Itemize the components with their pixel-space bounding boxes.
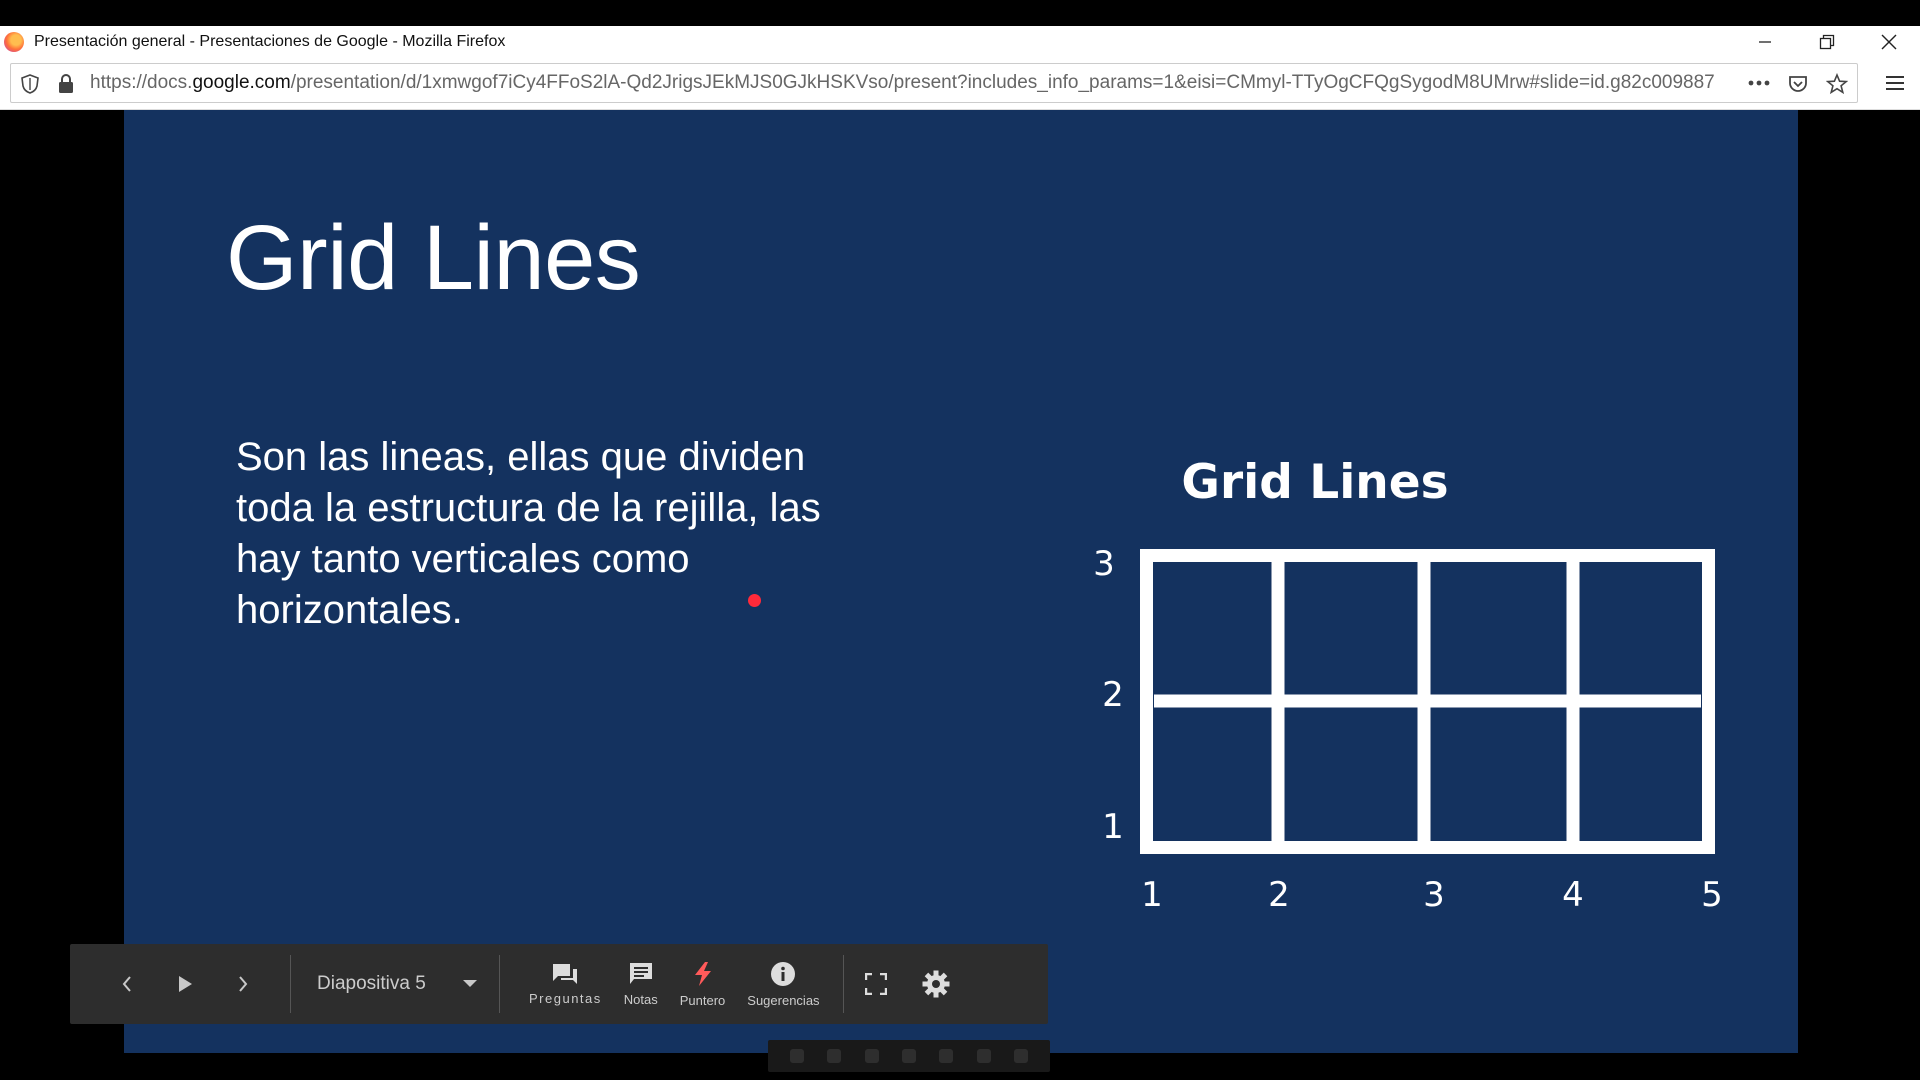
pen-icon bbox=[939, 1049, 954, 1063]
column-label: 1 bbox=[1141, 875, 1163, 915]
tool-label: Notas bbox=[623, 991, 658, 1007]
laser-pointer-icon bbox=[694, 961, 711, 986]
control-divider bbox=[290, 955, 291, 1013]
settings-button[interactable] bbox=[904, 944, 968, 1024]
firefox-logo-icon bbox=[4, 32, 24, 52]
restore-button[interactable] bbox=[1796, 26, 1858, 58]
row-label: 2 bbox=[1102, 675, 1124, 715]
camera-icon bbox=[864, 1049, 879, 1063]
presentation-stage: Grid Lines Son las lineas, ellas que div… bbox=[0, 110, 1920, 1080]
tracking-shield-icon[interactable] bbox=[19, 73, 41, 95]
url-text[interactable]: https://docs.google.com/presentation/d/1… bbox=[90, 64, 1750, 102]
grid-outline bbox=[1140, 549, 1715, 854]
overlay-toolbar bbox=[768, 1040, 1050, 1072]
laser-pointer-dot bbox=[748, 594, 761, 607]
url-path: /presentation/d/1xmwgof7iCy4FFoS2lA-Qd2J… bbox=[290, 72, 1715, 93]
row-label: 1 bbox=[1102, 807, 1124, 847]
column-label: 3 bbox=[1423, 875, 1445, 915]
screen-top-strip bbox=[0, 0, 1920, 26]
dropdown-caret-icon bbox=[463, 980, 477, 987]
row-label: 3 bbox=[1093, 544, 1115, 584]
gear-icon bbox=[922, 970, 950, 998]
close-icon bbox=[1881, 34, 1897, 50]
fullscreen-button[interactable] bbox=[848, 944, 904, 1024]
current-slide-label: Diapositiva 5 bbox=[317, 973, 426, 994]
grid-lines-diagram: Grid Lines 1 2 3 4 5 3 2 1 bbox=[1093, 455, 1723, 915]
control-divider bbox=[499, 955, 500, 1013]
minimize-icon bbox=[1759, 41, 1771, 43]
tool-label: Sugerencias bbox=[747, 992, 820, 1008]
navigation-bar: https://docs.google.com/presentation/d/1… bbox=[0, 58, 1920, 110]
slide-canvas[interactable]: Grid Lines Son las lineas, ellas que div… bbox=[124, 110, 1798, 1053]
pocket-icon[interactable] bbox=[1787, 73, 1809, 95]
window-controls bbox=[1734, 26, 1920, 58]
diagram-title: Grid Lines bbox=[1181, 455, 1448, 510]
previous-slide-button[interactable] bbox=[98, 944, 156, 1024]
slide-selector-dropdown[interactable]: Diapositiva 5 bbox=[295, 944, 495, 1024]
window-titlebar: Presentación general - Presentaciones de… bbox=[0, 26, 1920, 58]
url-domain: google.com bbox=[192, 72, 291, 93]
play-icon bbox=[179, 976, 192, 992]
tool-label: Puntero bbox=[679, 992, 726, 1008]
lock-icon[interactable] bbox=[57, 73, 75, 95]
column-label: 4 bbox=[1562, 875, 1584, 915]
close-window-button[interactable] bbox=[1858, 26, 1920, 58]
hamburger-menu-icon[interactable] bbox=[1886, 75, 1904, 91]
minimize-button[interactable] bbox=[1734, 26, 1796, 58]
slide-title: Grid Lines bbox=[226, 207, 641, 309]
questions-icon bbox=[553, 963, 578, 984]
restore-icon bbox=[1819, 34, 1835, 50]
autoplay-button[interactable] bbox=[156, 944, 214, 1024]
notes-icon bbox=[629, 962, 652, 984]
bookmark-star-icon[interactable] bbox=[1826, 73, 1848, 95]
speaker-icon bbox=[901, 1049, 916, 1063]
page-actions-icon[interactable] bbox=[1747, 79, 1771, 87]
presenter-control-bar: Diapositiva 5 Preguntas Notas Puntero Su… bbox=[70, 944, 1048, 1024]
camera-off-icon bbox=[1014, 1049, 1029, 1063]
chevron-left-icon bbox=[122, 976, 131, 992]
url-prefix: https://docs. bbox=[90, 72, 193, 93]
questions-button[interactable]: Preguntas bbox=[518, 944, 613, 1024]
slide-body-text: Son las lineas, ellas que dividen toda l… bbox=[236, 435, 821, 632]
laser-pointer-button[interactable]: Puntero bbox=[669, 944, 737, 1024]
tool-label: Preguntas bbox=[529, 990, 602, 1006]
notes-button[interactable]: Notas bbox=[613, 944, 669, 1024]
next-slide-button[interactable] bbox=[214, 944, 272, 1024]
refresh-icon bbox=[976, 1049, 991, 1063]
address-bar[interactable]: https://docs.google.com/presentation/d/1… bbox=[10, 63, 1858, 103]
suggestions-button[interactable]: Sugerencias bbox=[736, 944, 830, 1024]
folder-icon bbox=[827, 1049, 842, 1063]
control-divider bbox=[842, 955, 844, 1013]
column-label: 2 bbox=[1268, 875, 1290, 915]
chevron-right-icon bbox=[239, 976, 248, 992]
column-label: 5 bbox=[1701, 875, 1723, 915]
window-title: Presentación general - Presentaciones de… bbox=[34, 33, 506, 50]
info-icon bbox=[771, 961, 796, 986]
shield-icon bbox=[789, 1049, 804, 1063]
fullscreen-icon bbox=[864, 973, 887, 995]
